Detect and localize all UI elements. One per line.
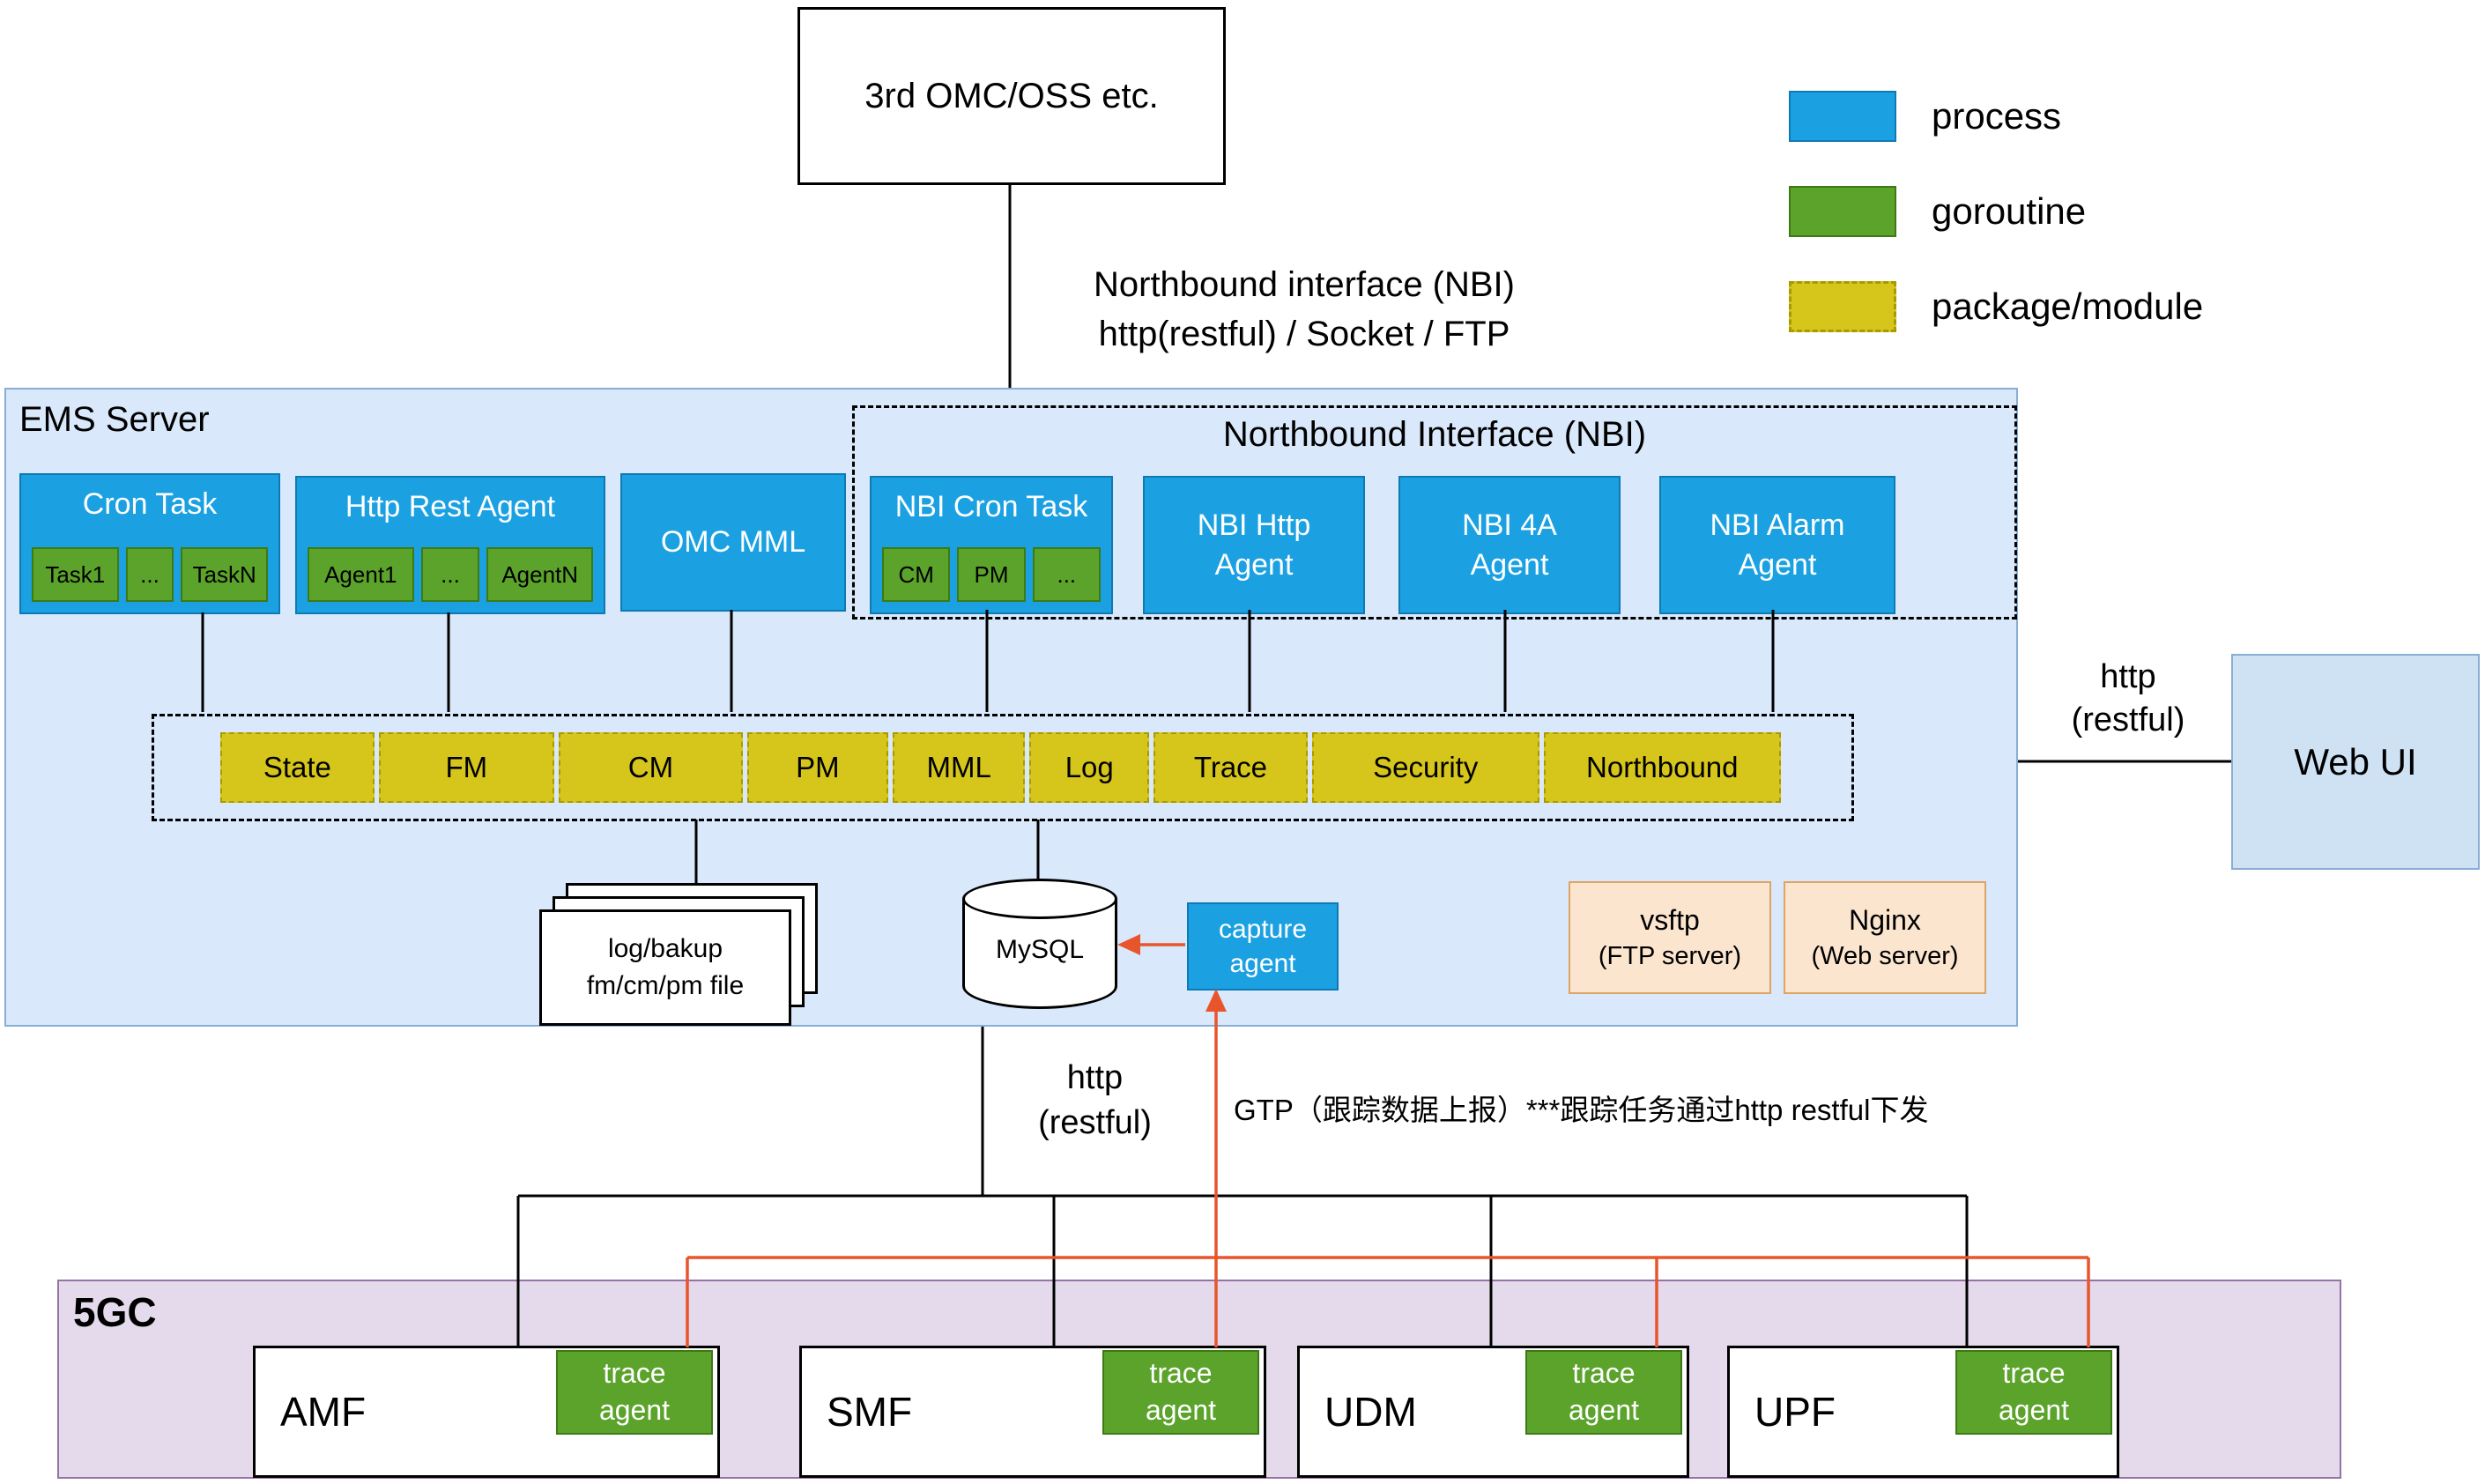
task1-goroutine: Task1 <box>32 547 119 602</box>
smf-trace-agent: trace agent <box>1102 1350 1259 1435</box>
legend-label-goroutine: goroutine <box>1932 190 2087 232</box>
task-ellipsis: ... <box>125 547 174 602</box>
file-label-line1: log/bakup <box>607 934 723 963</box>
cron-task-title: Cron Task <box>82 487 218 521</box>
cm-goroutine: CM <box>882 547 951 602</box>
module-mml: MML <box>892 732 1026 803</box>
web-ui-box: Web UI <box>2231 654 2480 870</box>
smf-nf-box: SMF trace agent <box>799 1346 1266 1478</box>
legend-label-package: package/module <box>1932 286 2204 327</box>
northbound-link-line2: http(restful) / Socket / FTP <box>1098 315 1510 353</box>
fivegc-title: 5GC <box>73 1289 157 1335</box>
cron-task-process: Cron Task Task1 ... TaskN <box>19 473 280 614</box>
goroutine-swatch-icon <box>1789 186 1896 237</box>
agentn-goroutine: AgentN <box>486 547 593 602</box>
legend: process goroutine package/module <box>1789 91 2203 332</box>
udm-trace-agent: trace agent <box>1525 1350 1682 1435</box>
module-northbound: Northbound <box>1543 732 1781 803</box>
gtp-trace-note: GTP（跟踪数据上报）***跟踪任务通过http restful下发 <box>1234 1094 1929 1126</box>
udm-nf-box: UDM trace agent <box>1297 1346 1689 1478</box>
pm-goroutine: PM <box>957 547 1026 602</box>
ems-server-panel: EMS Server Cron Task Task1 ... TaskN Htt… <box>4 388 2018 1027</box>
web-ui-label: Web UI <box>2294 740 2417 783</box>
vsftp-label: vsftp <box>1640 904 1700 936</box>
agent-ellipsis: ... <box>420 547 480 602</box>
nbi-cron-task-title: NBI Cron Task <box>894 490 1088 523</box>
south-link-line1: http <box>1066 1059 1124 1096</box>
capture-agent-process: capture agent <box>1187 902 1339 991</box>
nbi-cron-task-subrow: CM PM ... <box>882 547 1101 602</box>
agent1-goroutine: Agent1 <box>308 547 414 602</box>
northbound-link-label: Northbound interface (NBI) http(restful)… <box>952 260 1657 359</box>
http-rest-agent-title: Http Rest Agent <box>345 490 556 523</box>
http-rest-agent-process: Http Rest Agent Agent1 ... AgentN <box>295 476 605 614</box>
south-link-label: http (restful) <box>1000 1056 1190 1146</box>
external-omc-oss-label: 3rd OMC/OSS etc. <box>864 76 1159 115</box>
amf-nf-box: AMF trace agent <box>253 1346 720 1478</box>
log-file-stack: log/bakup fm/cm/pm file <box>539 883 820 1026</box>
omc-mml-process: OMC MML <box>620 473 846 612</box>
module-cm: CM <box>558 732 743 803</box>
external-omc-oss-box: 3rd OMC/OSS etc. <box>797 7 1226 185</box>
upf-trace-agent: trace agent <box>1955 1350 2112 1435</box>
module-pm: PM <box>746 732 888 803</box>
fivegc-panel: 5GC AMF trace agent SMF trace agent UDM … <box>57 1280 2341 1479</box>
module-row: State FM CM PM MML Log Trace Security No… <box>220 732 1781 803</box>
file-label-line2: fm/cm/pm file <box>586 971 745 1000</box>
upf-label: UPF <box>1754 1389 1836 1435</box>
upf-nf-box: UPF trace agent <box>1727 1346 2119 1478</box>
nbi-4a-agent-process: NBI 4A Agent <box>1398 476 1621 614</box>
nbi-http-agent-process: NBI Http Agent <box>1143 476 1365 614</box>
module-security: Security <box>1311 732 1539 803</box>
mysql-database: MySQL <box>962 879 1117 1009</box>
northbound-link-line1: Northbound interface (NBI) <box>1093 265 1515 304</box>
nginx-label: Nginx <box>1849 904 1921 936</box>
northbound-interface-title: Northbound Interface (NBI) <box>1222 415 1647 454</box>
webui-link-line2: (restful) <box>2071 701 2185 739</box>
nbi-alarm-agent-process: NBI Alarm Agent <box>1659 476 1895 614</box>
http-rest-agent-subrow: Agent1 ... AgentN <box>308 547 593 602</box>
smf-label: SMF <box>827 1389 913 1435</box>
module-log: Log <box>1029 732 1150 803</box>
legend-row-process: process <box>1789 91 2203 142</box>
module-package-container: State FM CM PM MML Log Trace Security No… <box>152 714 1854 821</box>
nbi-cron-task-process: NBI Cron Task CM PM ... <box>870 476 1113 614</box>
taskn-goroutine: TaskN <box>181 547 268 602</box>
nbi-ellipsis: ... <box>1032 547 1101 602</box>
module-state: State <box>220 732 375 803</box>
cron-task-subrow: Task1 ... TaskN <box>32 547 268 602</box>
nginx-sublabel: (Web server) <box>1811 942 1959 970</box>
file-page-front: log/bakup fm/cm/pm file <box>539 909 791 1026</box>
database-cylinder-top <box>962 879 1117 919</box>
legend-row-goroutine: goroutine <box>1789 186 2203 237</box>
ems-server-title: EMS Server <box>19 400 210 439</box>
south-link-line2: (restful) <box>1038 1104 1152 1142</box>
package-swatch-icon <box>1789 281 1896 332</box>
vsftp-server-box: vsftp (FTP server) <box>1569 881 1771 994</box>
amf-trace-agent: trace agent <box>556 1350 713 1435</box>
module-fm: FM <box>378 732 554 803</box>
webui-link-label: http (restful) <box>2031 656 2225 743</box>
mysql-label: MySQL <box>995 935 1085 964</box>
legend-row-package: package/module <box>1789 281 2203 332</box>
udm-label: UDM <box>1324 1389 1417 1435</box>
amf-label: AMF <box>280 1389 367 1435</box>
legend-label-process: process <box>1932 95 2062 137</box>
northbound-interface-group: Northbound Interface (NBI) NBI Cron Task… <box>852 405 2017 620</box>
module-trace: Trace <box>1153 732 1308 803</box>
vsftp-sublabel: (FTP server) <box>1598 942 1742 970</box>
process-swatch-icon <box>1789 91 1896 142</box>
nginx-server-box: Nginx (Web server) <box>1784 881 1986 994</box>
webui-link-line1: http <box>2100 658 2156 695</box>
